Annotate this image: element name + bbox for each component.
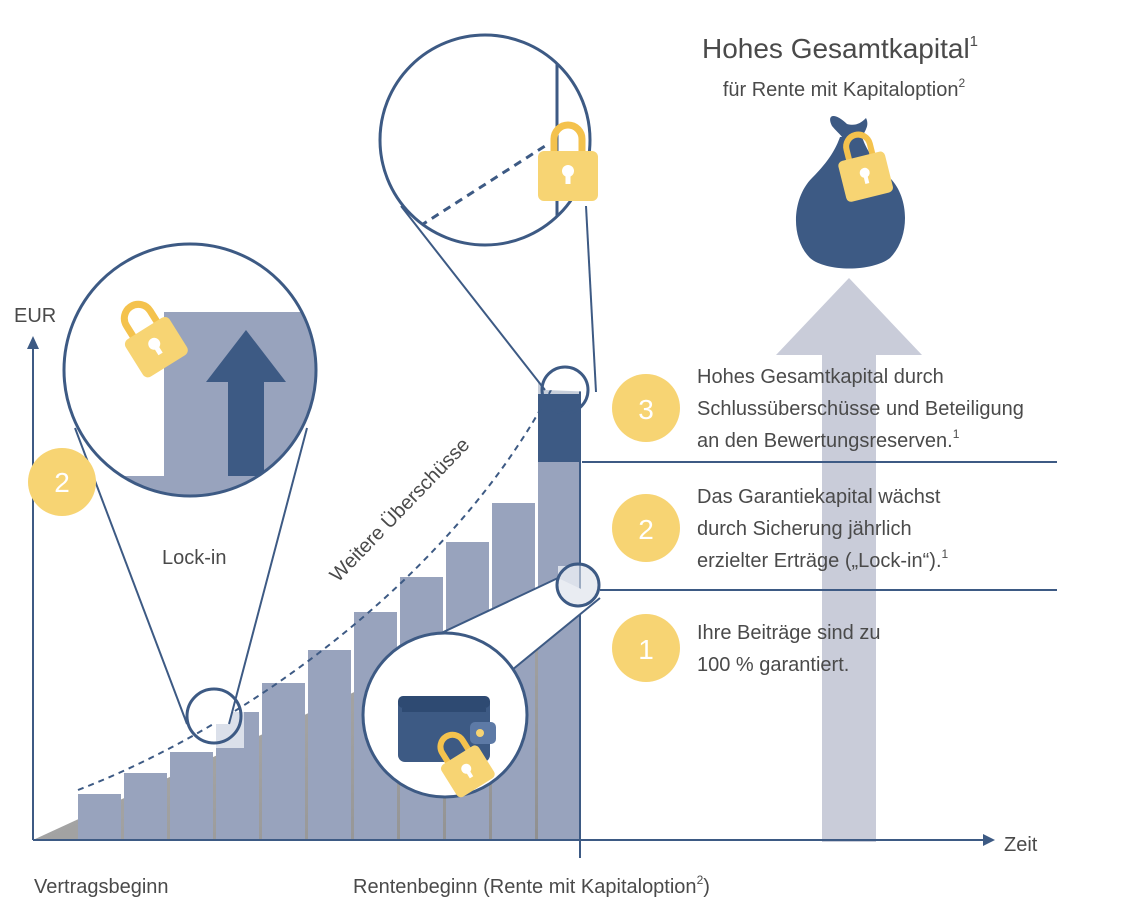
x-axis-label: Zeit — [1004, 834, 1038, 856]
svg-text:100 % garantiert.: 100 % garantiert. — [697, 654, 849, 676]
money-bag-icon — [795, 115, 905, 269]
step-3: 3 Hohes Gesamtkapital durch Schlussübers… — [612, 366, 1024, 452]
svg-text:2: 2 — [54, 467, 70, 498]
svg-text:Schlussüberschüsse und Beteili: Schlussüberschüsse und Beteiligung — [697, 398, 1024, 420]
svg-text:Hohes Gesamtkapital durch: Hohes Gesamtkapital durch — [697, 366, 944, 388]
surplus-curve — [77, 371, 561, 791]
headline-subtitle: für Rente mit Kapitaloption2 — [723, 76, 966, 101]
lock-icon — [838, 131, 893, 202]
svg-text:durch Sicherung jährlich: durch Sicherung jährlich — [697, 518, 912, 540]
label-contract-start: Vertragsbeginn — [34, 876, 169, 898]
wallet-callout — [361, 562, 601, 799]
lock-icon — [120, 300, 188, 378]
headline-title: Hohes Gesamtkapital1 — [702, 33, 978, 64]
svg-text:an den Bewertungsreserven.1: an den Bewertungsreserven.1 — [697, 427, 960, 452]
label-pension-start: Rentenbeginn (Rente mit Kapitaloption2) — [353, 873, 710, 898]
lock-icon — [538, 121, 598, 201]
svg-text:1: 1 — [638, 634, 654, 665]
x-axis-arrow-icon — [983, 834, 995, 846]
y-axis-arrow-icon — [27, 336, 39, 349]
step-badge-callout: 2 — [28, 448, 96, 516]
lock-icon — [437, 731, 495, 798]
step-2: 2 Das Garantiekapital wächst durch Siche… — [612, 486, 949, 572]
top-callout — [378, 33, 598, 415]
lockin-callout: Lock-in 2 — [28, 242, 318, 745]
level-lines — [582, 461, 1057, 591]
svg-text:Ihre Beiträge sind zu: Ihre Beiträge sind zu — [697, 622, 880, 644]
step-1: 1 Ihre Beiträge sind zu 100 % garantiert… — [612, 614, 880, 682]
lockin-label: Lock-in — [162, 547, 226, 569]
svg-text:2: 2 — [638, 514, 654, 545]
arrow-up-icon — [206, 330, 286, 476]
big-arrow-up-icon — [776, 278, 922, 842]
svg-text:erzielter Erträge („Lock-in“).: erzielter Erträge („Lock-in“).1 — [697, 547, 949, 572]
y-axis-label: EUR — [14, 305, 56, 327]
svg-text:3: 3 — [638, 394, 654, 425]
svg-text:Das Garantiekapital wächst: Das Garantiekapital wächst — [697, 486, 941, 508]
